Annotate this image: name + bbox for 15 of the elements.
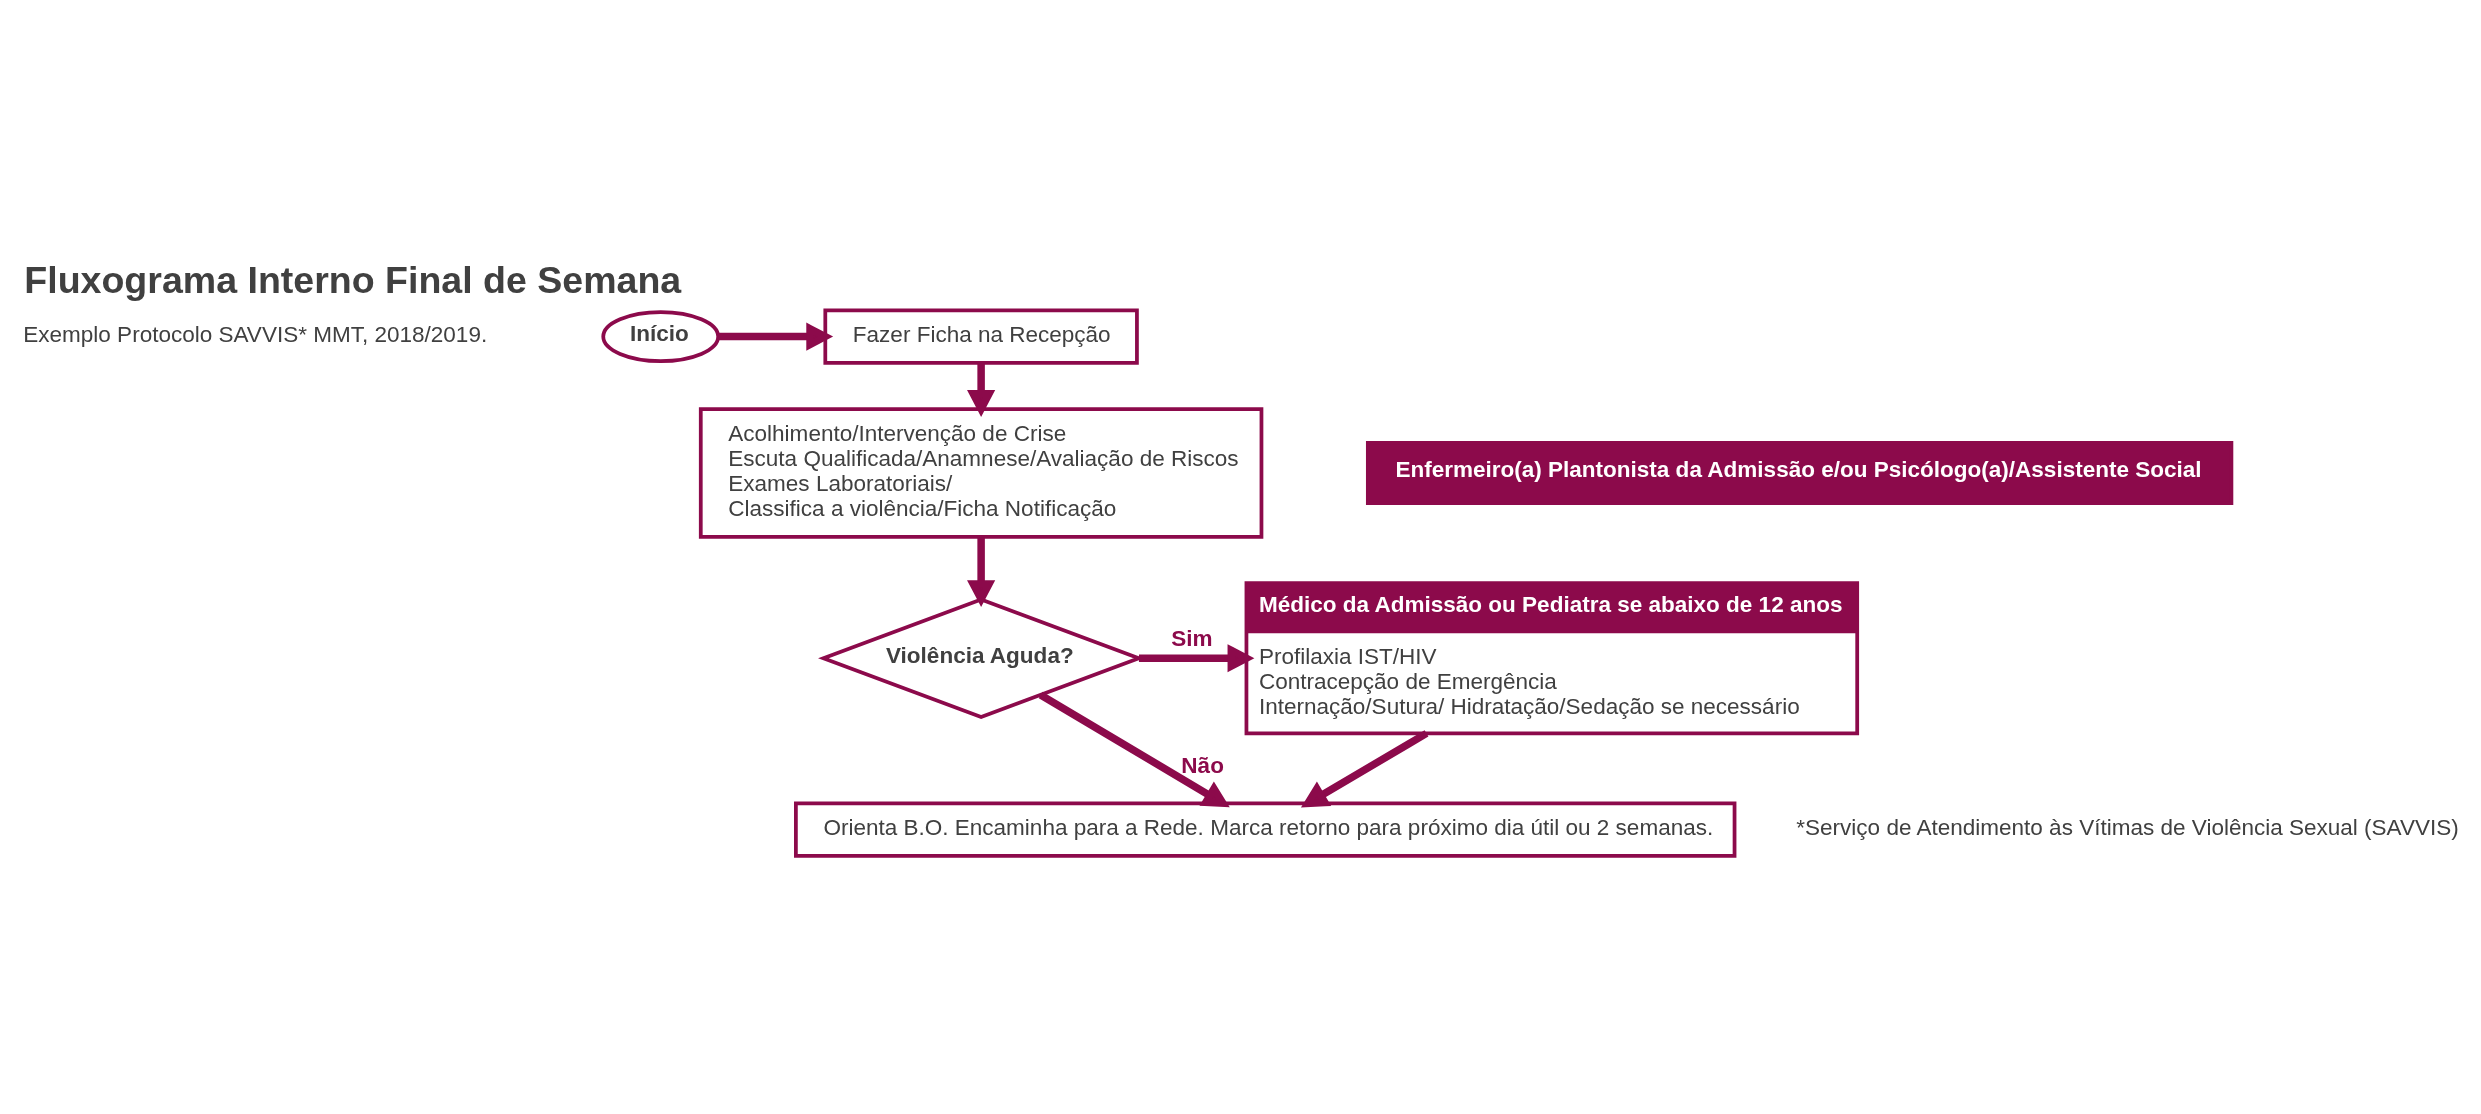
label: *Serviço de Atendimento às Vítimas de Violência Sexual (SAVVIS) (1796, 814, 2459, 840)
node-box: Acolhimento/Intervenção de Crise Escuta Qualificada/Anamnese/Avaliação de Riscos Exames Laboratoriais/ Classifica a violência/Ficha Notificação (698, 406, 1264, 539)
arrow (967, 536, 996, 607)
arrow (1300, 729, 1429, 807)
arrow (967, 362, 996, 417)
node-ellipse: Início (601, 309, 721, 363)
arrow (1038, 691, 1230, 807)
arrow (1138, 643, 1255, 672)
node-box: Enfermeiro(a) Plantonista da Admissão e/ou Psicólogo(a)/Assistente Social (1365, 440, 2234, 505)
node-box: Orienta B.O. Encaminha para a Rede. Marca retorno para próximo dia útil ou 2 semanas. (794, 801, 1737, 858)
edge-label: Sim (1171, 625, 1213, 651)
label: Exemplo Protocolo SAVVIS* MMT, 2018/2019. (23, 321, 488, 347)
diagram-title: Fluxograma Interno Final de Semana (24, 258, 682, 301)
edge-label: Não (1181, 752, 1224, 778)
node-box: Fazer Ficha na Recepção (823, 307, 1139, 365)
